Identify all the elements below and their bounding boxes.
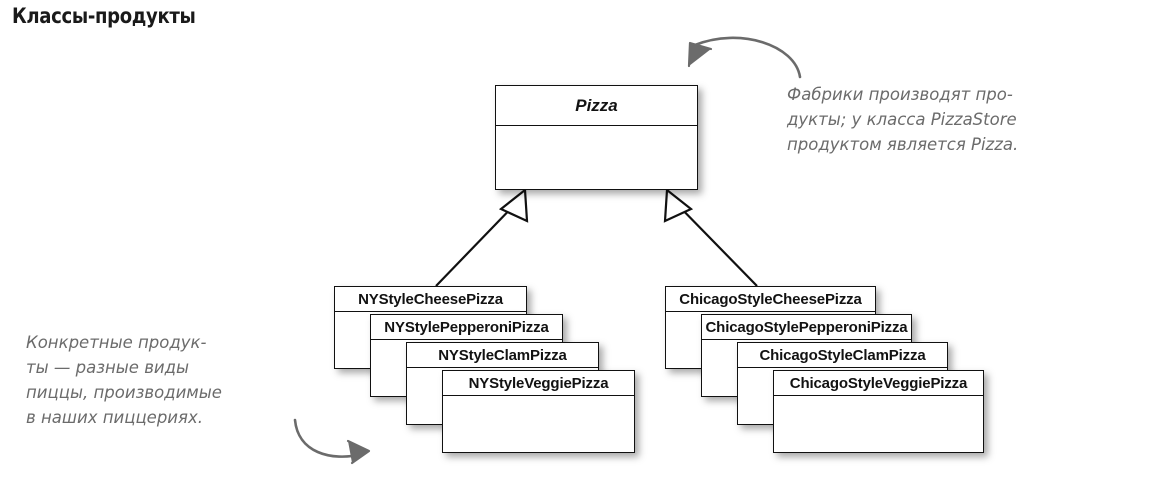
uml-class-name: ChicagoStylePepperoniPizza (702, 315, 911, 340)
annotation-products: Фабрики производят про- дукты; у класса … (787, 85, 1019, 154)
uml-class-name: NYStylePepperoniPizza (371, 315, 562, 340)
uml-class-body (774, 396, 983, 453)
uml-class-name: ChicagoStyleVeggiePizza (774, 371, 983, 396)
generalization-chicago (663, 187, 758, 287)
uml-class-body (443, 396, 634, 453)
generalization-ny (435, 187, 529, 287)
annotation-concrete-products: Конкретные продук- ты — разные виды пицц… (26, 333, 222, 427)
uml-class-nystyleveggiepizza[interactable]: NYStyleVeggiePizza (442, 370, 635, 453)
uml-class-pizza[interactable]: Pizza (495, 85, 698, 190)
uml-class-name: NYStyleClamPizza (407, 343, 598, 368)
uml-class-name: ChicagoStyleClamPizza (738, 343, 947, 368)
page-title: Классы-продукты (12, 4, 196, 28)
uml-class-pizza-name: Pizza (496, 86, 697, 126)
callout-arrow-bottom-left (293, 418, 371, 465)
uml-class-chicagostyleveggiepizza[interactable]: ChicagoStyleVeggiePizza (773, 370, 984, 453)
uml-class-name: NYStyleVeggiePizza (443, 371, 634, 396)
uml-class-name: NYStyleCheesePizza (335, 287, 526, 312)
uml-class-pizza-body (496, 126, 697, 189)
callout-arrow-top-right (687, 36, 802, 79)
uml-class-name: ChicagoStyleCheesePizza (666, 287, 875, 312)
